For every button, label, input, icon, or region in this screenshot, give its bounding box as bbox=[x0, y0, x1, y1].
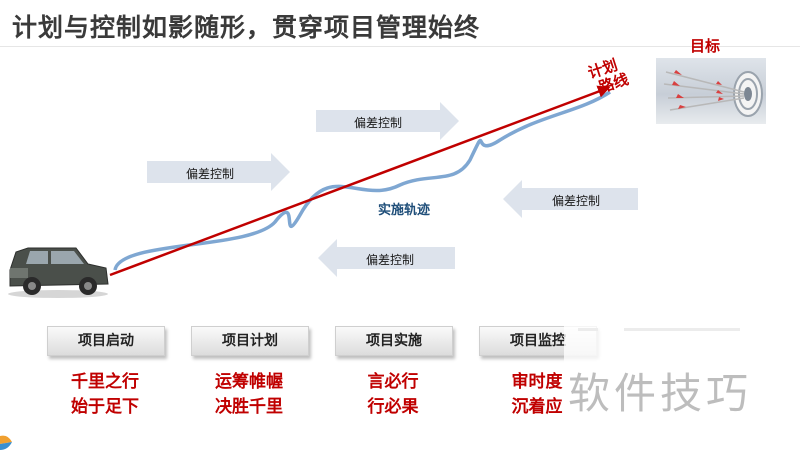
watermark-overlay bbox=[564, 318, 800, 450]
deviation-label-3: 偏差控制 bbox=[551, 194, 600, 208]
stage-execution: 项目实施 bbox=[335, 326, 453, 356]
watermark-line-1 bbox=[578, 328, 598, 331]
corner-logo-icon bbox=[0, 428, 14, 450]
deviation-arrow-3 bbox=[503, 180, 638, 218]
deviation-arrow-1 bbox=[147, 153, 290, 191]
watermark-text: 软件技巧 bbox=[568, 369, 753, 418]
deviation-label-1: 偏差控制 bbox=[185, 167, 234, 181]
motto-execution: 言必行行必果 bbox=[367, 372, 419, 417]
actual-track-curve bbox=[113, 90, 611, 271]
actual-track-label: 实施轨迹 bbox=[378, 203, 431, 218]
motto-initiation: 千里之行始于足下 bbox=[71, 372, 139, 417]
deviation-label-2: 偏差控制 bbox=[353, 116, 402, 130]
stage-initiation: 项目启动 bbox=[47, 326, 165, 356]
deviation-arrow-4 bbox=[318, 239, 455, 277]
page-title: 计划与控制如影随形，贯穿项目管理始终 bbox=[12, 13, 481, 42]
car-image bbox=[4, 240, 112, 298]
deviation-label-4: 偏差控制 bbox=[365, 253, 414, 267]
plan-route-line bbox=[109, 85, 611, 277]
deviation-arrow-2 bbox=[316, 102, 459, 140]
stage-planning: 项目计划 bbox=[191, 326, 309, 356]
title-divider bbox=[0, 46, 800, 47]
goal-label: 目标 bbox=[690, 37, 721, 55]
motto-monitoring: 审时度沉着应 bbox=[511, 372, 563, 417]
watermark-line-2 bbox=[624, 328, 740, 331]
motto-planning: 运筹帷幄决胜千里 bbox=[215, 372, 283, 417]
target-image bbox=[656, 58, 766, 124]
